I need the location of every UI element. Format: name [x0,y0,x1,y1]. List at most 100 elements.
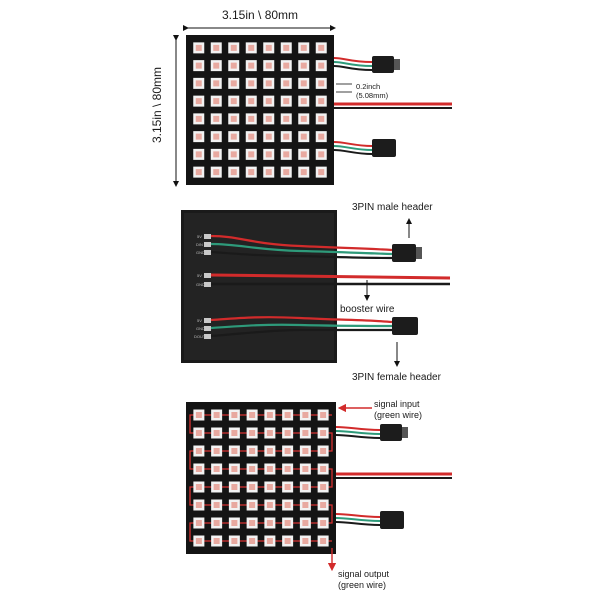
top-led-chip [230,169,237,176]
top-led-chip [318,80,325,87]
top-led-chip [283,98,290,105]
height-label: 3.15in \ 80mm [150,66,164,144]
top-led-chip [318,151,325,158]
bottom-led-chip [213,502,220,508]
top-led-chip [283,115,290,122]
bottom-led-chip [284,448,291,454]
top-panel [173,25,452,187]
bottom-led-chip [249,520,256,526]
bottom-led-chip [231,538,238,544]
bottom-led-chip [231,430,238,436]
signal-output-line1: signal output [338,569,390,579]
top-led-chip [230,115,237,122]
top-led-chip [213,62,220,69]
top-led-chip [230,44,237,51]
bottom-led-chip [320,484,327,490]
bot-wire-black-2 [335,521,381,526]
top-led-chip [265,44,272,51]
top-led-chip [248,44,255,51]
top-led-chip [283,133,290,140]
top-led-chip [265,133,272,140]
pad-label-5v-1: 5V [197,234,202,239]
bottom-led-chip [320,520,327,526]
top-female-connector [372,139,396,157]
bottom-led-chip [213,412,220,418]
bottom-led-chip [213,538,220,544]
top-led-chip [300,98,307,105]
bottom-led-chip [302,448,309,454]
pad-group-input: 5V DIN GND [196,234,211,255]
signal-input-line1: signal input [374,399,420,409]
mid-female-connector [392,317,418,335]
bottom-led-chip [249,448,256,454]
top-male-connector [372,56,394,73]
bot-wire-red-1 [335,426,381,431]
bottom-led-chip [266,538,273,544]
bottom-led-chip [249,502,256,508]
bottom-led-chip [195,430,202,436]
mid-output-black-wire [210,328,392,338]
top-led-chip [195,44,202,51]
bottom-led-chip [249,430,256,436]
bot-male-connector-pins [402,427,408,438]
bottom-led-chip [231,502,238,508]
bottom-led-chip [302,502,309,508]
top-led-chip [300,133,307,140]
top-led-chip [213,80,220,87]
bottom-led-grid [193,409,329,547]
mid-booster-red-wire [210,273,451,280]
mid-male-connector-pins [416,247,422,259]
bottom-led-chip [284,430,291,436]
bottom-led-chip [231,448,238,454]
top-wire-green-2 [333,145,373,151]
bottom-led-chip [266,502,273,508]
top-led-chip [230,98,237,105]
top-led-chip [213,151,220,158]
top-led-chip [318,62,325,69]
bot-male-connector [380,424,402,441]
bottom-led-chip [320,448,327,454]
bottom-led-chip [320,538,327,544]
top-led-chip [283,44,290,51]
top-led-chip [195,169,202,176]
top-led-chip [230,62,237,69]
pad-label-5v-3: 5V [197,318,202,323]
top-led-chip [283,169,290,176]
mid-input-black-wire [210,250,393,260]
top-led-board [186,35,334,185]
bottom-led-chip [302,538,309,544]
male-header-label: 3PIN male header [352,202,433,213]
top-led-chip [195,62,202,69]
bottom-led-chip [302,412,309,418]
bottom-led-chip [320,502,327,508]
top-led-chip [248,98,255,105]
bot-female-connector [380,511,404,529]
bottom-led-chip [284,538,291,544]
signal-output-label: signal output (green wire) [338,569,389,591]
pad-label-gnd-1: GND [196,250,205,255]
top-led-chip [300,44,307,51]
bottom-signal-traces [189,414,333,542]
top-led-chip [318,115,325,122]
pad-label-gnd-2: GND [196,282,205,287]
top-led-chip [283,151,290,158]
top-led-chip [248,115,255,122]
bottom-led-chip [195,538,202,544]
bottom-led-chip [320,430,327,436]
top-led-chip [213,44,220,51]
bottom-led-chip [266,412,273,418]
top-led-chip [283,62,290,69]
bottom-led-chip [195,520,202,526]
top-led-chip [300,169,307,176]
bottom-led-chip [249,484,256,490]
bot-wire-green-2 [335,517,381,522]
top-led-chip [213,169,220,176]
top-led-chip [265,62,272,69]
top-wire-red-2 [333,141,373,147]
pad-label-gnd-3: GND [196,326,205,331]
bot-wire-green-1 [335,430,381,435]
bottom-led-chip [231,484,238,490]
top-led-chip [318,98,325,105]
bottom-led-chip [195,466,202,472]
top-led-chip [195,98,202,105]
